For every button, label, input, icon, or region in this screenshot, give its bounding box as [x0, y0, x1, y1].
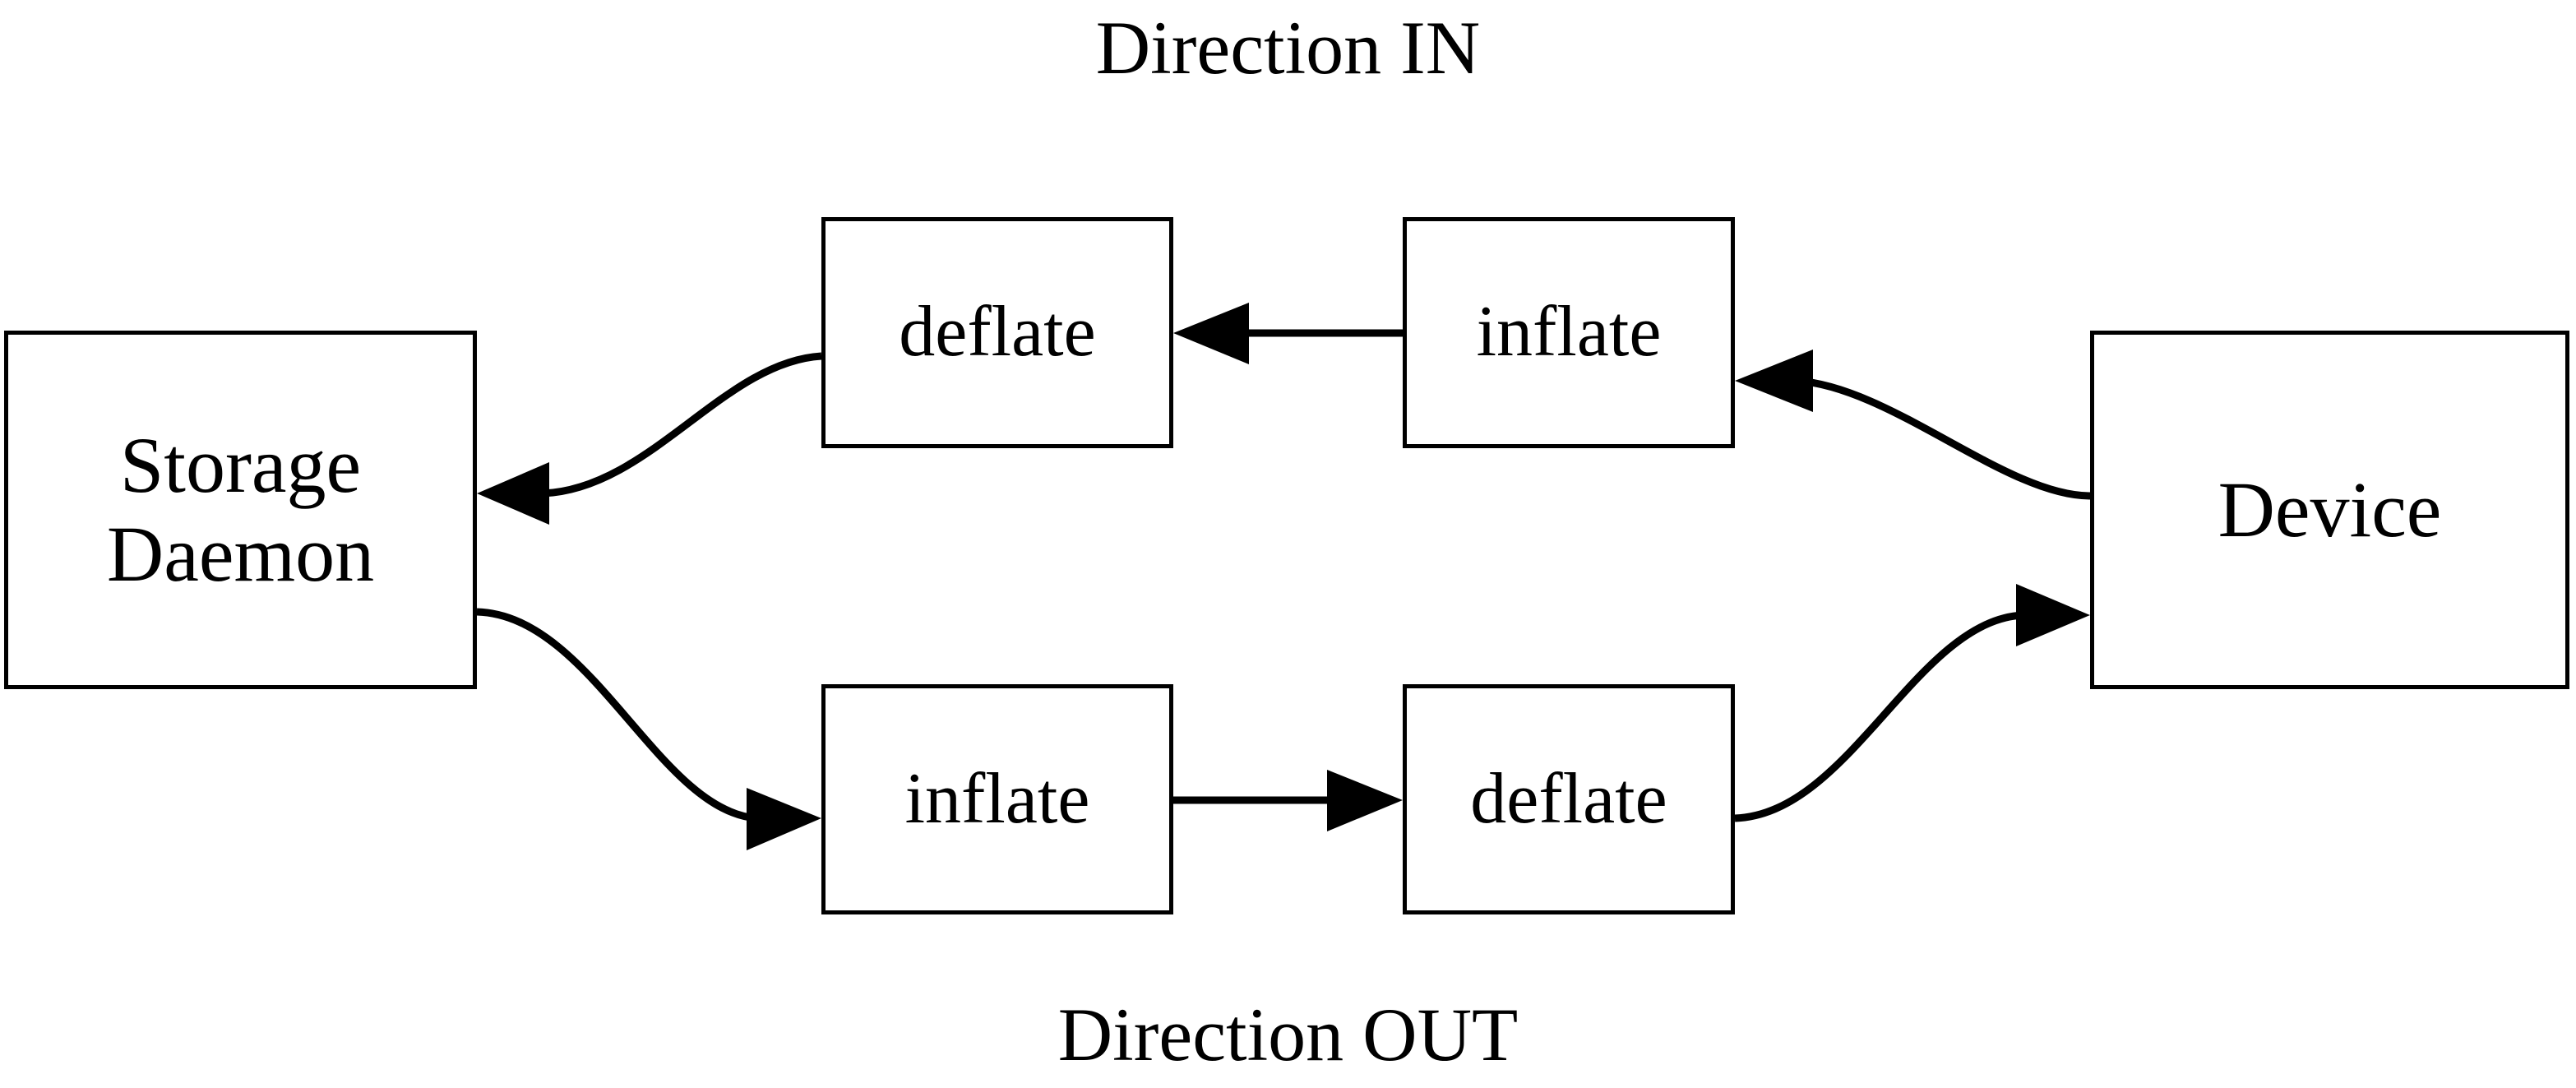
node-storage-daemon[interactable]: Storage Daemon	[4, 331, 477, 689]
node-device-label: Device	[2218, 465, 2442, 554]
node-out-deflate[interactable]: deflate	[1403, 684, 1735, 914]
node-in-deflate[interactable]: deflate	[821, 217, 1173, 448]
direction-out-label: Direction OUT	[1057, 993, 1519, 1076]
edge-in-deflate-to-storage	[477, 352, 822, 525]
edge-device-to-in-inflate	[1735, 350, 2091, 500]
arrowhead-left	[477, 462, 549, 525]
edge-storage-to-out-inflate	[476, 608, 821, 850]
node-in-inflate[interactable]: inflate	[1403, 217, 1735, 448]
node-out-inflate[interactable]: inflate	[821, 684, 1173, 914]
direction-in-label: Direction IN	[1095, 6, 1481, 90]
node-in-inflate-label: inflate	[1476, 292, 1662, 373]
edge-out-deflate-to-device	[1734, 584, 2090, 822]
arrowhead-right	[747, 788, 821, 850]
node-device[interactable]: Device	[2090, 331, 2569, 689]
arrowhead-left	[1173, 303, 1249, 364]
arrowhead-right	[2016, 584, 2090, 646]
arrowhead-left	[1735, 350, 1813, 412]
node-in-deflate-label: deflate	[899, 292, 1096, 373]
arrowhead-right	[1327, 770, 1403, 831]
edge-out-inflate-to-out-deflate	[1173, 770, 1403, 831]
node-out-inflate-label: inflate	[904, 758, 1090, 839]
edge-in-inflate-to-in-deflate	[1173, 303, 1403, 364]
node-out-deflate-label: deflate	[1470, 758, 1667, 839]
node-storage-daemon-label-line1: Storage	[119, 421, 362, 510]
node-storage-daemon-label-line2: Daemon	[106, 510, 375, 598]
